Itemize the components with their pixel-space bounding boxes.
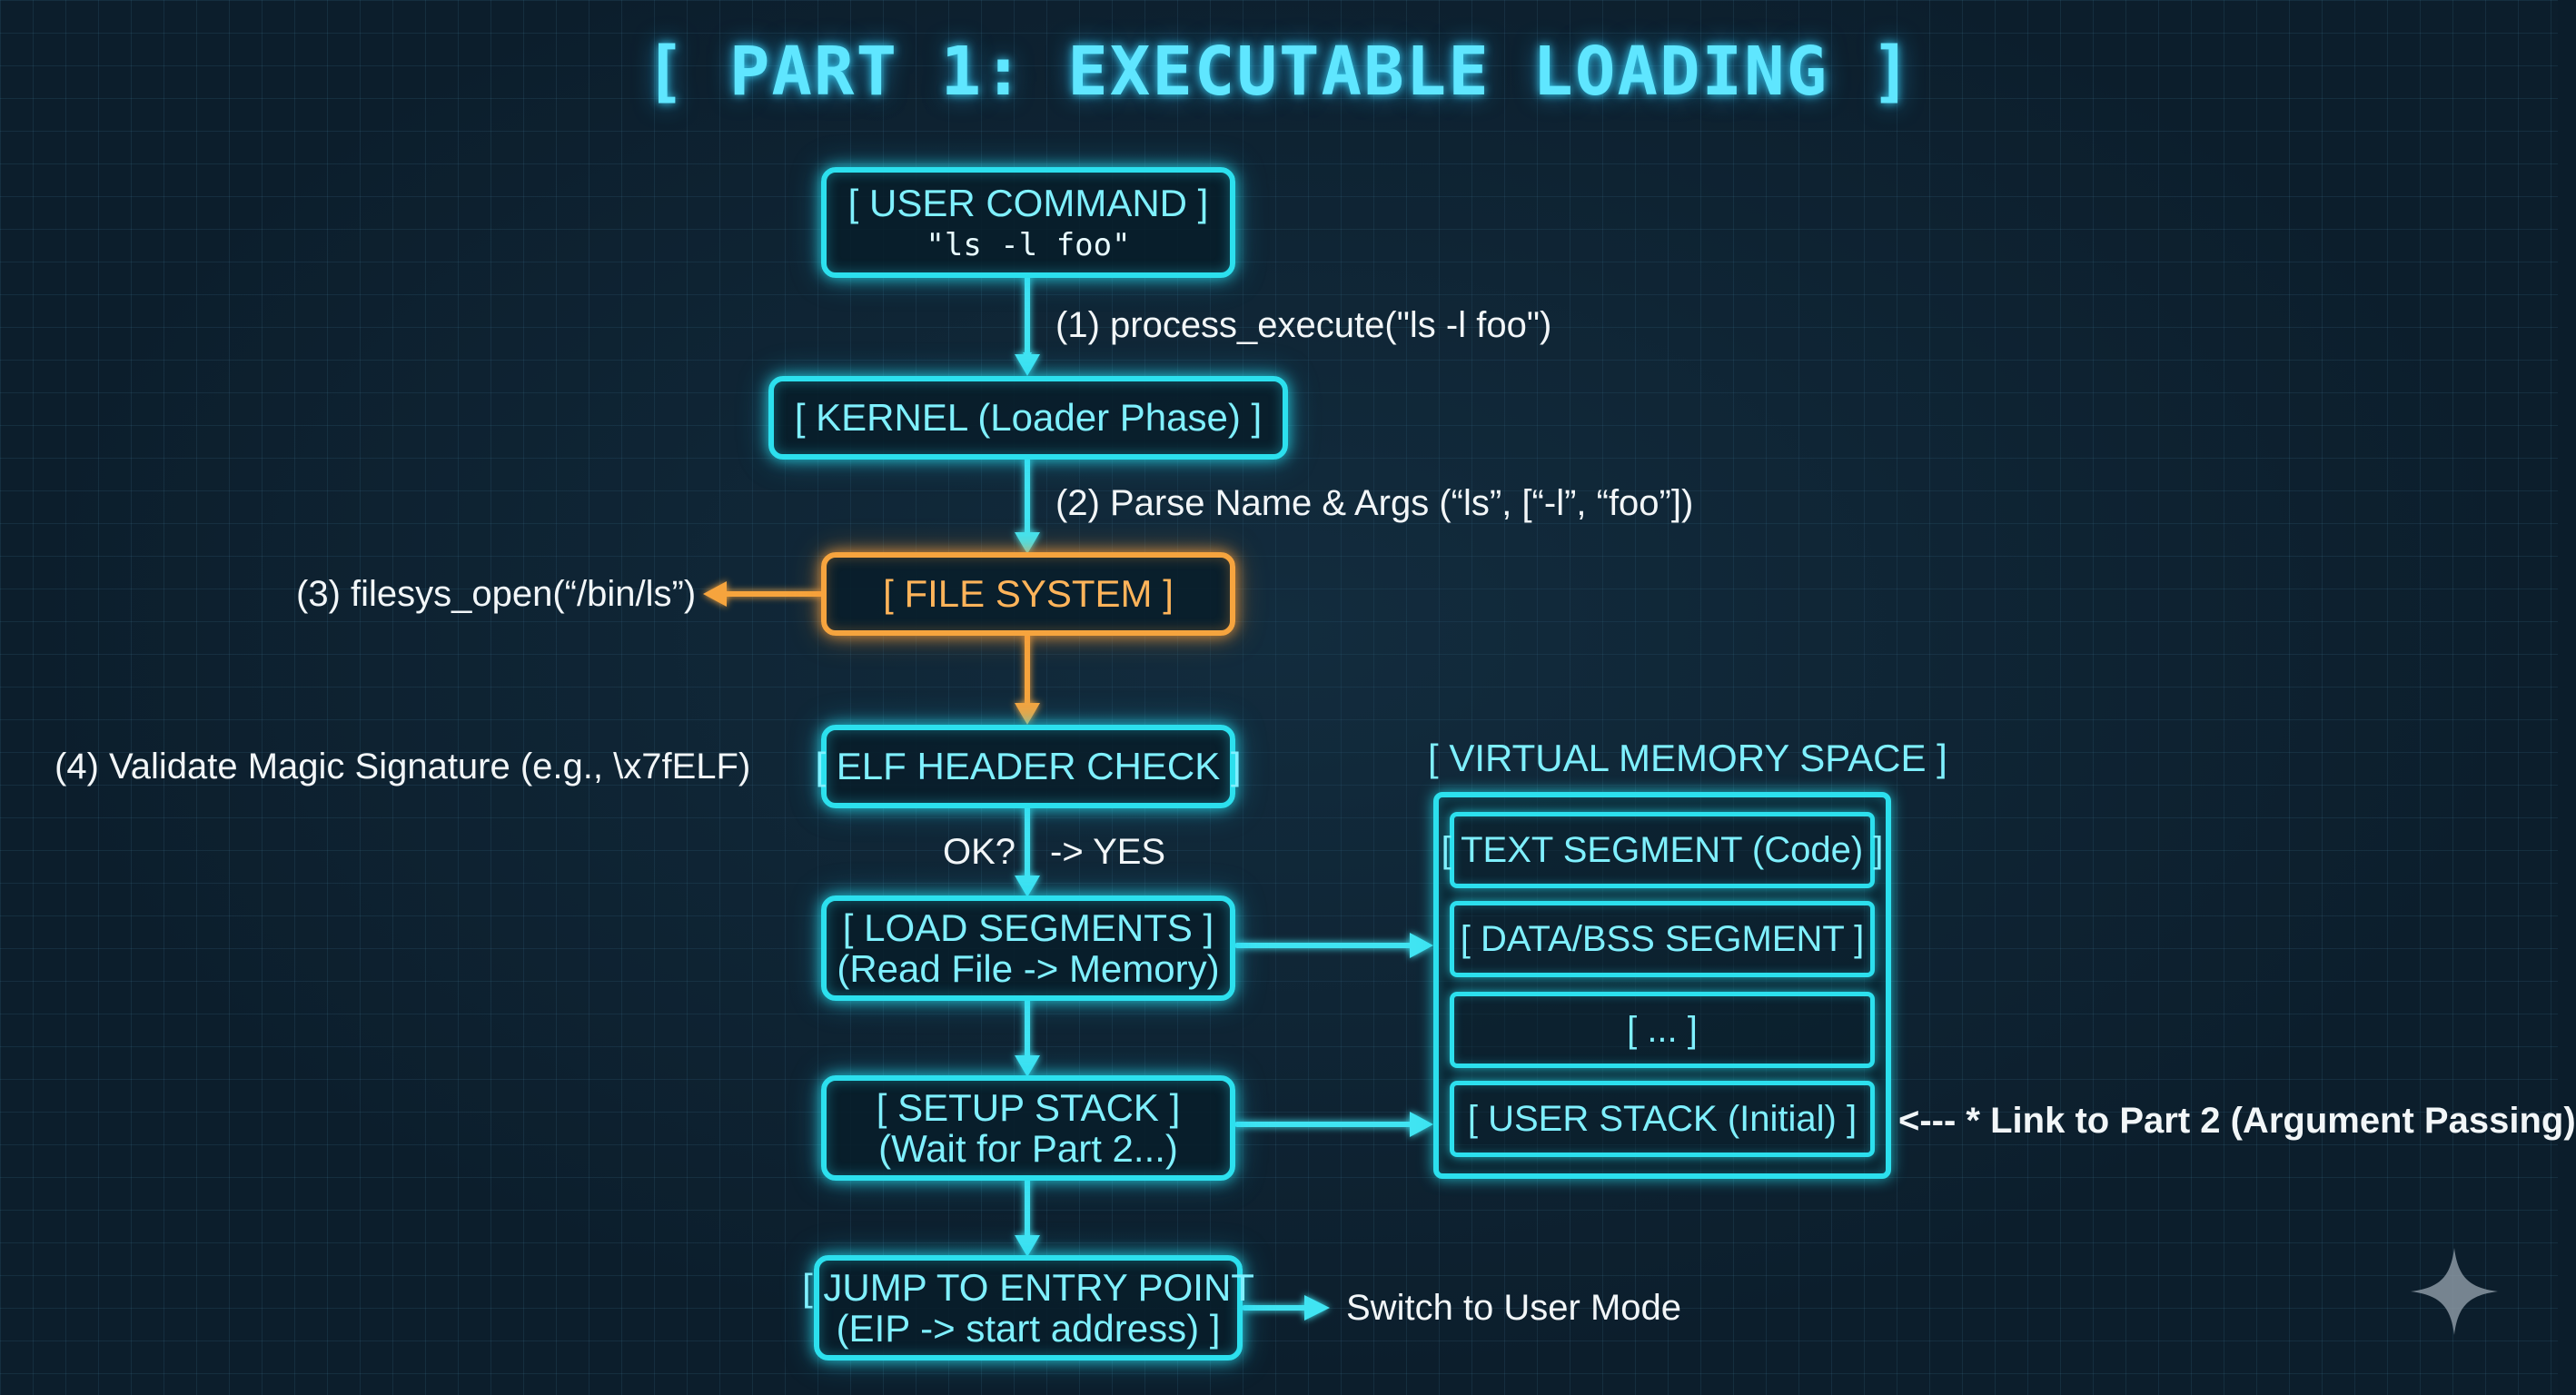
step1-label: (1) process_execute("ls -l foo") xyxy=(1055,305,1552,345)
link-to-part2-note: <--- * Link to Part 2 (Argument Passing) xyxy=(1898,1101,2576,1141)
step2-label: (2) Parse Name & Args (“ls”, [“-l”, “foo… xyxy=(1055,483,1694,523)
elf-header-check-node: [ ELF HEADER CHECK ] xyxy=(815,725,1242,808)
memory-segment-text: [ TEXT SEGMENT (Code) ] xyxy=(1442,812,1883,888)
jump-entry-label: [ JUMP TO ENTRY POINT xyxy=(802,1265,1254,1309)
elf-header-check-label: [ ELF HEADER CHECK ] xyxy=(815,745,1242,788)
load-segments-sub: (Read File -> Memory) xyxy=(837,947,1220,990)
jump-entry-node: [ JUMP TO ENTRY POINT (EIP -> start addr… xyxy=(802,1255,1254,1360)
step3-label: (3) filesys_open(“/bin/ls”) xyxy=(296,574,697,614)
user-mode-label: Switch to User Mode xyxy=(1346,1288,1682,1328)
sparkle-icon xyxy=(2411,1248,2498,1335)
ok-label: OK? xyxy=(943,832,1016,872)
setup-stack-node: [ SETUP STACK ] (Wait for Part 2...) xyxy=(821,1075,1235,1181)
virtual-memory-container xyxy=(1433,792,1891,1179)
kernel-label: [ KERNEL (Loader Phase) ] xyxy=(794,396,1263,440)
load-segments-label: [ LOAD SEGMENTS ] xyxy=(842,905,1214,949)
memory-segment-user-stack: [ USER STACK (Initial) ] xyxy=(1450,1081,1875,1157)
file-system-node: [ FILE SYSTEM ] xyxy=(821,552,1235,636)
memory-segment-data-bss: [ DATA/BSS SEGMENT ] xyxy=(1450,901,1875,977)
setup-stack-label: [ SETUP STACK ] xyxy=(876,1085,1181,1129)
setup-stack-sub: (Wait for Part 2...) xyxy=(878,1127,1178,1170)
step4-label: (4) Validate Magic Signature (e.g., \x7f… xyxy=(54,747,751,787)
user-command-label: [ USER COMMAND ] xyxy=(847,181,1209,224)
yes-label: -> YES xyxy=(1050,832,1166,872)
kernel-node: [ KERNEL (Loader Phase) ] xyxy=(768,376,1288,460)
user-command-value: "ls -l foo" xyxy=(926,227,1131,264)
memory-segment-gap: [ ... ] xyxy=(1450,992,1875,1068)
memory-title: [ VIRTUAL MEMORY SPACE ] xyxy=(1428,737,1947,779)
load-segments-node: [ LOAD SEGMENTS ] (Read File -> Memory) xyxy=(821,895,1235,1001)
file-system-label: [ FILE SYSTEM ] xyxy=(883,572,1174,616)
page-title: [ PART 1: EXECUTABLE LOADING ] xyxy=(644,33,1914,111)
jump-entry-sub: (EIP -> start address) ] xyxy=(836,1307,1221,1350)
user-command-node: [ USER COMMAND ] "ls -l foo" xyxy=(821,167,1235,278)
